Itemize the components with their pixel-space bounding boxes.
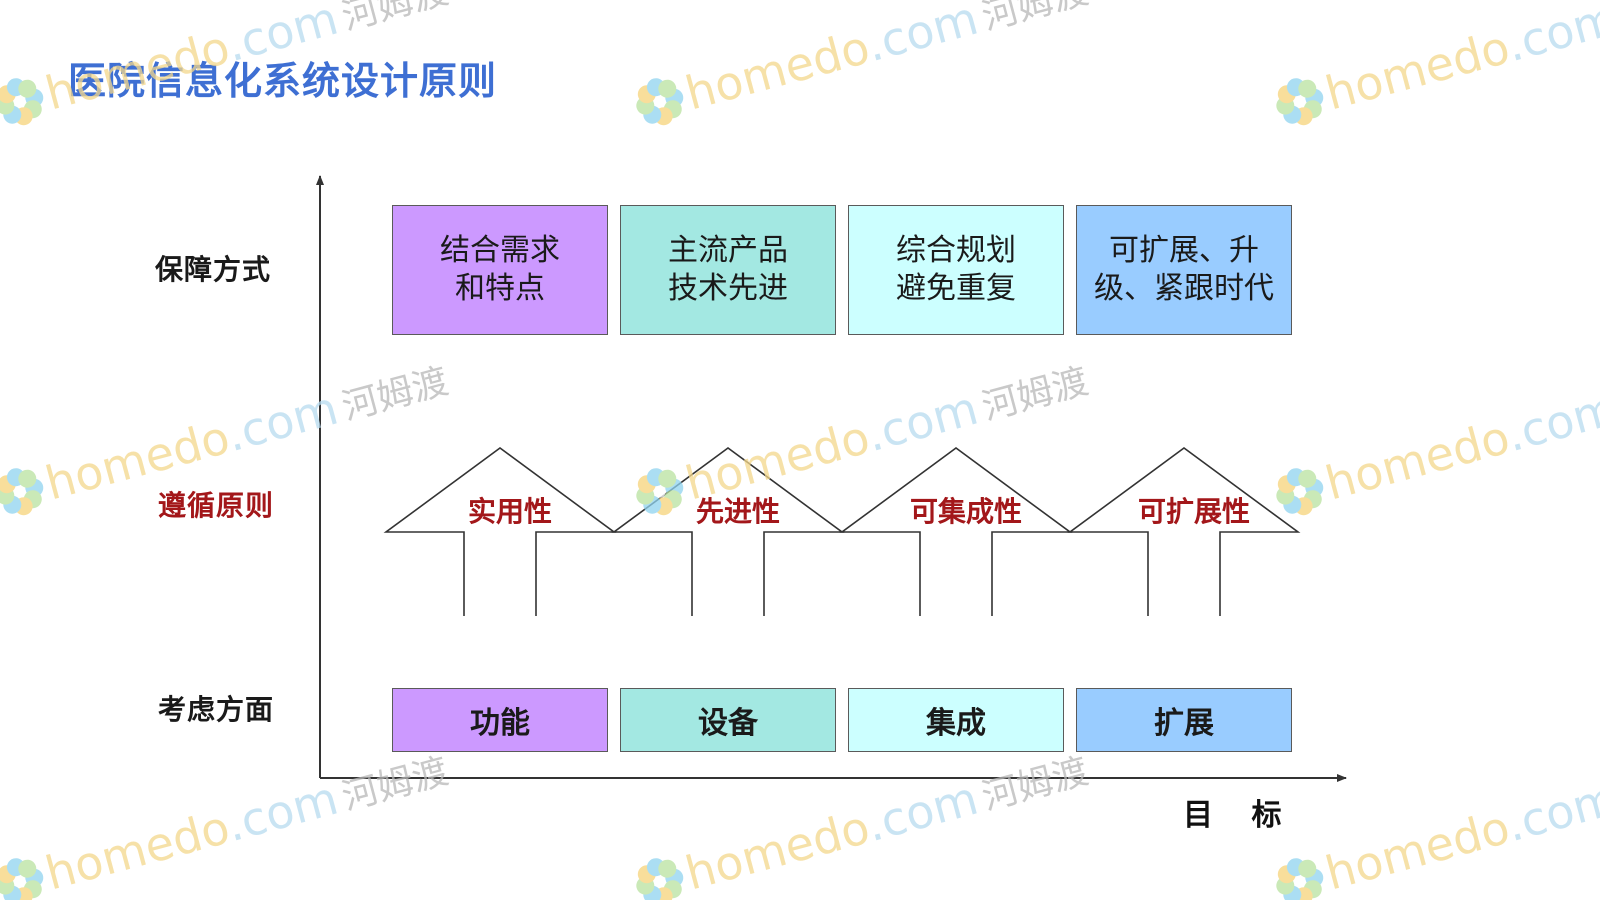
guarantee-line-1: 综合规划 [896,233,1016,268]
guarantee-line-2: 技术先进 [668,271,788,306]
principle-arrow-1 [383,447,617,616]
row-label-principle: 遵循原则 [158,489,275,522]
guarantee-line-2: 和特点 [455,271,545,306]
aspect-box-2: 设备 [620,688,836,752]
x-axis-label: 目 标 [1183,798,1296,833]
guarantee-line-1: 结合需求 [440,233,560,268]
page-title: 医院信息化系统设计原则 [68,59,498,103]
aspect-box-1: 功能 [392,688,608,752]
principle-arrows [383,447,1301,616]
principle-arrow-2 [611,447,845,616]
principle-label-2: 先进性 [695,495,781,528]
guarantee-line-1: 可扩展、升 [1109,233,1259,268]
guarantee-box-2: 主流产品技术先进 [620,205,836,335]
principle-label-4: 可扩展性 [1137,495,1251,528]
guarantee-box-1: 结合需求和特点 [392,205,608,335]
guarantee-line-2: 级、紧跟时代 [1094,271,1274,306]
row-label-consideration: 考虑方面 [158,693,275,726]
guarantee-box-3: 综合规划避免重复 [848,205,1064,335]
principle-label-1: 实用性 [467,495,553,528]
aspect-box-3: 集成 [848,688,1064,752]
principle-arrow-3 [839,447,1073,616]
row-label-guarantee: 保障方式 [155,253,272,286]
guarantee-line-1: 主流产品 [668,233,788,268]
guarantee-line-2: 避免重复 [896,271,1016,306]
guarantee-box-4: 可扩展、升级、紧跟时代 [1076,205,1292,335]
principle-arrow-4 [1067,447,1301,616]
principle-label-3: 可集成性 [909,495,1023,528]
aspect-box-4: 扩展 [1076,688,1292,752]
